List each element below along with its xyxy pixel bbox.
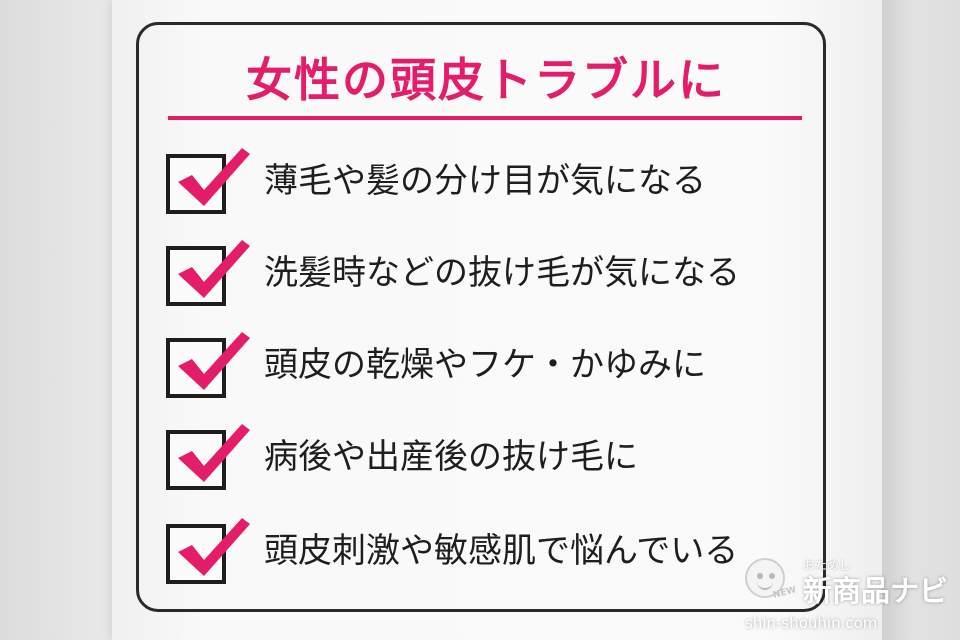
checklist-item-label: 洗髪時などの抜け毛が気になる [264,253,740,293]
checklist-item-label: 病後や出産後の抜け毛に [264,437,638,477]
watermark-url: shin-shouhin.com [745,614,878,632]
title-underline [168,116,802,120]
checklist-item: 頭皮刺激や敏感肌で悩んでいる [164,518,824,594]
watermark-tagline: おためし [803,558,852,572]
eye-icon [769,573,775,579]
eye-icon [757,573,763,579]
site-watermark: NEW おためし 新商品ナビ shin-shouhin.com [745,552,955,636]
checklist-item: 薄毛や髪の分け目が気になる [164,148,824,224]
checklist-item: 頭皮の乾燥やフケ・かゆみに [164,332,824,408]
checklist-item-label: 頭皮刺激や敏感肌で悩んでいる [264,531,739,571]
checkmark-icon [178,240,250,298]
checklist-item: 病後や出産後の抜け毛に [164,424,824,500]
smile-icon [757,579,773,590]
checklist-item-label: 薄毛や髪の分け目が気になる [264,161,706,201]
watermark-brand: 新商品ナビ [803,574,949,608]
checklist-item-label: 頭皮の乾燥やフケ・かゆみに [264,345,706,385]
checkmark-icon [178,424,250,482]
checklist-panel [136,22,826,612]
checklist-item: 洗髪時などの抜け毛が気になる [164,240,824,316]
package-side-edge [882,0,960,640]
checkmark-icon [178,148,250,206]
checkmark-icon [178,518,250,576]
panel-title: 女性の頭皮トラブルに [246,53,726,107]
smiley-face-icon [745,558,785,598]
checkmark-icon [178,332,250,390]
